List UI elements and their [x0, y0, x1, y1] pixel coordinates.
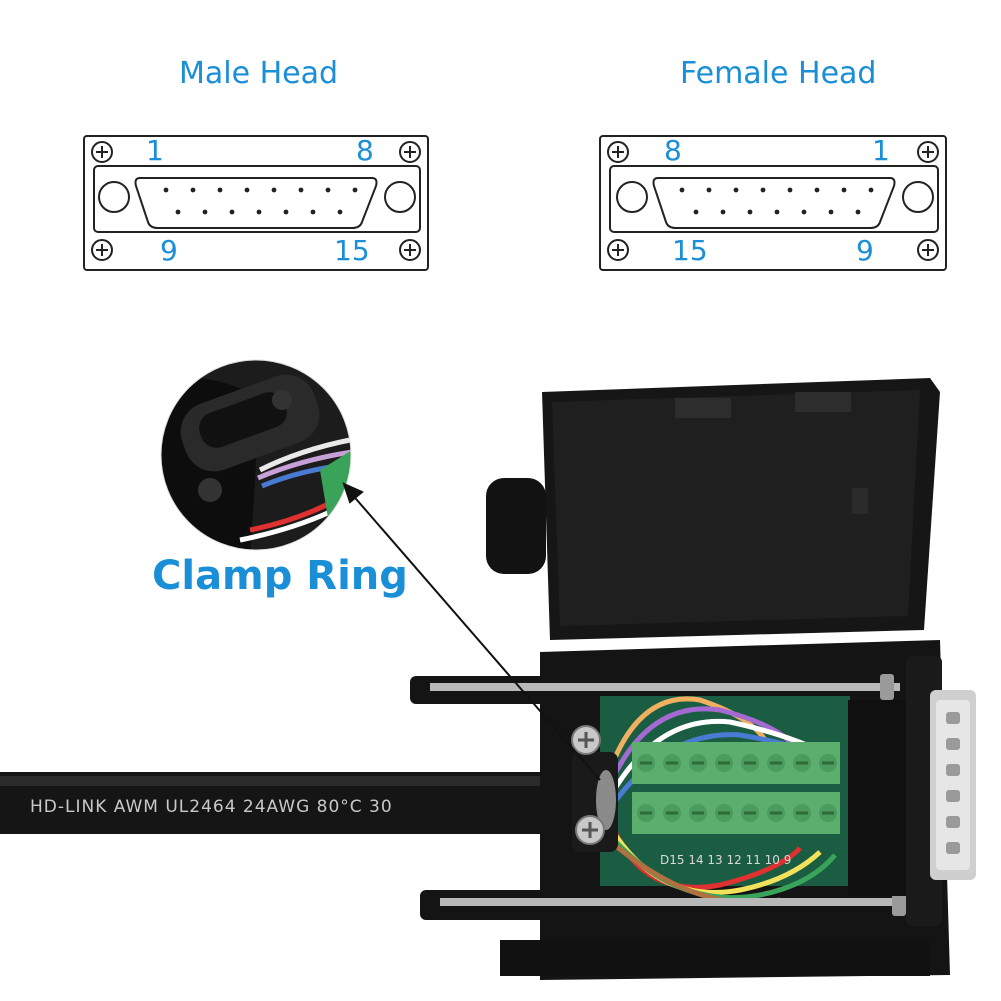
pin-hole: [706, 187, 712, 193]
male-pin-label-bottom-right: 15: [334, 234, 370, 267]
male-screw-icons: [91, 141, 421, 261]
female-pin-label-top-right: 1: [872, 134, 890, 167]
pin-hole: [868, 187, 874, 193]
shell-pin: [946, 712, 960, 724]
pcb-silkscreen: D15 14 13 12 11 10 9: [660, 853, 791, 867]
pin-hole: [202, 209, 208, 215]
pin-hole: [244, 187, 250, 193]
pin-hole: [760, 187, 766, 193]
pin-hole: [787, 187, 793, 193]
female-screw-icons: [607, 141, 939, 261]
pin-hole: [217, 187, 223, 193]
pin-hole: [256, 209, 262, 215]
shell-pin: [946, 790, 960, 802]
clamp-ring-zoom-inset: [161, 360, 351, 550]
shell-pin: [946, 738, 960, 750]
pin-hole: [325, 187, 331, 193]
pin-hole: [283, 209, 289, 215]
male-pin-holes: [163, 187, 358, 215]
shell-pin: [946, 764, 960, 776]
pin-hole: [337, 209, 343, 215]
female-pin-label-bottom-left: 15: [672, 234, 708, 267]
pin-hole: [828, 209, 834, 215]
pcb-board: [600, 696, 850, 886]
pin-hole: [229, 209, 235, 215]
terminal-screws-top: [637, 754, 837, 772]
callout-arrow: [342, 482, 601, 781]
clamp-screw-icons: [571, 725, 605, 845]
pin-hole: [841, 187, 847, 193]
inset-border: [160, 359, 352, 551]
female-pin-holes: [679, 187, 874, 215]
long-screws: [430, 674, 910, 916]
female-pin-label-top-left: 8: [664, 134, 682, 167]
pin-hole: [814, 187, 820, 193]
db15-connector-shell: [848, 656, 976, 926]
pin-hole: [801, 209, 807, 215]
pin-hole: [693, 209, 699, 215]
pin-hole: [747, 209, 753, 215]
pin-hole: [190, 187, 196, 193]
male-pin-label-top-right: 8: [356, 134, 374, 167]
pin-hole: [298, 187, 304, 193]
connector-hood-cover: [486, 378, 940, 640]
terminal-screws-bottom: [637, 804, 837, 822]
pin-hole: [855, 209, 861, 215]
pin-hole: [310, 209, 316, 215]
male-head-diagram: [83, 135, 429, 271]
pin-hole: [163, 187, 169, 193]
shell-pin: [946, 816, 960, 828]
pin-hole: [733, 187, 739, 193]
female-head-title: Female Head: [680, 56, 877, 91]
pin-hole: [352, 187, 358, 193]
pin-hole: [175, 209, 181, 215]
pin-hole: [774, 209, 780, 215]
female-head-diagram: [599, 135, 947, 271]
pin-hole: [720, 209, 726, 215]
clamp-ring-label: Clamp Ring: [152, 553, 408, 599]
male-head-title: Male Head: [179, 56, 339, 91]
pin-hole: [271, 187, 277, 193]
cable: [0, 772, 600, 834]
male-pin-label-bottom-left: 9: [160, 234, 178, 267]
female-pin-label-bottom-right: 9: [856, 234, 874, 267]
shell-pin: [946, 842, 960, 854]
db15-pins: [946, 712, 960, 854]
male-pin-label-top-left: 1: [146, 134, 164, 167]
cable-print-text: HD-LINK AWM UL2464 24AWG 80°C 30: [30, 797, 393, 817]
pin-hole: [679, 187, 685, 193]
